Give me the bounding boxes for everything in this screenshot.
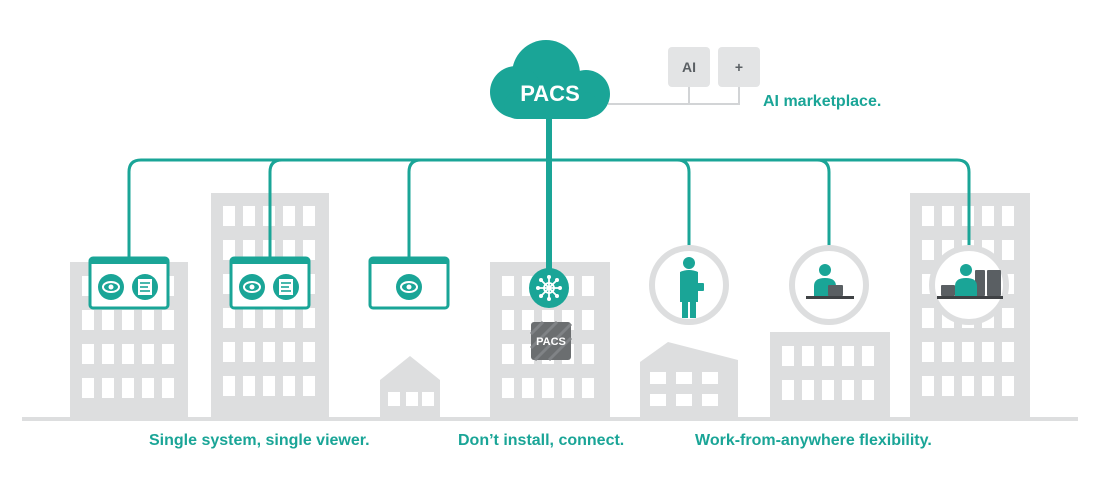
person-icon xyxy=(680,257,704,318)
add-tile[interactable]: + xyxy=(718,47,760,87)
document-icon xyxy=(132,274,158,300)
desk-icon xyxy=(937,296,1003,299)
marketplace-connectors xyxy=(608,86,740,105)
eye-icon xyxy=(239,274,265,300)
marketplace-label: AI marketplace. xyxy=(763,93,881,110)
remote-user-desk xyxy=(789,245,869,325)
person-icon xyxy=(955,264,977,296)
building-3-house xyxy=(380,356,440,417)
viewer-window-1 xyxy=(88,256,170,310)
eye-icon xyxy=(98,274,124,300)
caption-single-system: Single system, single viewer. xyxy=(149,432,370,449)
viewer-window-3 xyxy=(368,256,450,310)
pacs-cloud: PACS xyxy=(490,40,610,119)
ai-tile[interactable]: AI xyxy=(668,47,710,87)
ground-line xyxy=(22,417,1078,421)
remote-user-standing xyxy=(649,245,729,325)
building-5-warehouse xyxy=(640,342,738,417)
desk-icon xyxy=(806,285,854,299)
caption-dont-install: Don’t install, connect. xyxy=(458,432,625,449)
pacs-badge-label: PACS xyxy=(536,336,566,348)
ai-tile-label: AI xyxy=(682,59,696,75)
document-icon xyxy=(273,274,299,300)
network-hub-icon xyxy=(529,268,569,308)
add-tile-label: + xyxy=(735,59,743,75)
eye-icon xyxy=(396,274,422,300)
building-6 xyxy=(770,332,890,417)
pacs-badge: PACS xyxy=(529,320,573,362)
viewer-window-2 xyxy=(229,256,311,310)
trunk-line xyxy=(546,108,552,272)
caption-work-anywhere: Work-from-anywhere flexibility. xyxy=(695,432,932,449)
cloud-icon xyxy=(490,40,610,119)
monitor-icon xyxy=(941,270,1001,296)
remote-user-workstation xyxy=(929,245,1009,325)
cloud-label: PACS xyxy=(520,81,580,106)
